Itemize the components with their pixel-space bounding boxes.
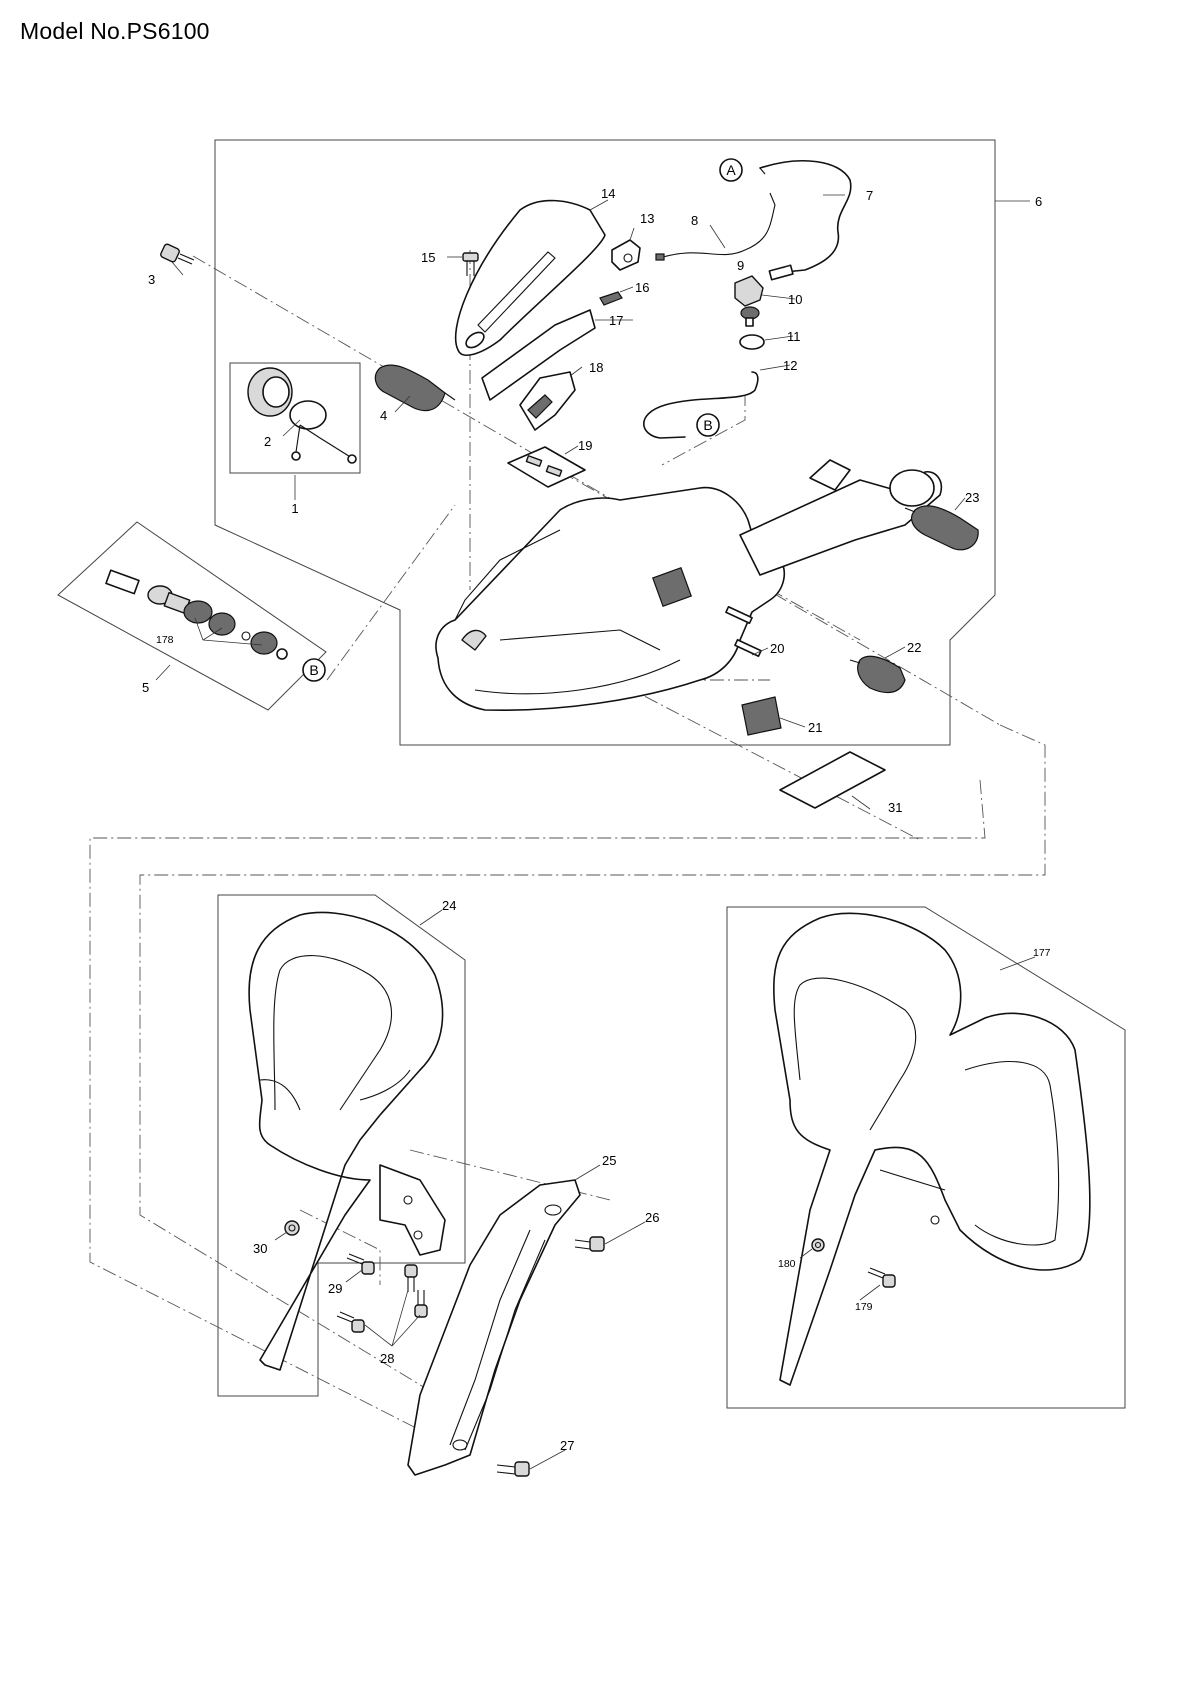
callout-3: 3 [148,272,155,287]
callout-23: 23 [965,490,979,505]
callout-8: 8 [691,213,698,228]
callout-15: 15 [421,250,435,265]
callout-numbers: 1 2 3 4 5 6 7 8 9 10 11 12 13 14 15 16 1… [142,186,1051,1453]
callout-29: 29 [328,1281,342,1296]
callout-13: 13 [640,211,654,226]
damper-spring-icon [374,364,456,412]
guard-bolt-icon [496,1461,530,1477]
spring-icon [599,291,623,306]
page-title: Model No.PS6100 [20,18,210,44]
callout-26: 26 [645,1210,659,1225]
front-handle-alt-icon [773,912,1091,1386]
callout-10: 10 [788,292,802,307]
callout-25: 25 [602,1153,616,1168]
label-icon [779,751,886,809]
callout-27: 27 [560,1438,574,1453]
hose-a-icon [759,160,852,273]
grommet-icon [247,367,357,464]
callout-12: 12 [783,358,797,373]
bolt-alt-icon [867,1267,896,1288]
callout-16: 16 [635,280,649,295]
filter-parts-icon [105,569,288,660]
callout-22: 22 [907,640,921,655]
assembly-line-7 [539,459,861,641]
handle-bolt-icon [574,1236,605,1252]
callout-24: 24 [442,898,456,913]
trigger-icon [519,371,576,431]
front-handle-icon [248,911,446,1371]
callout-17: 17 [609,313,623,328]
callout-14: 14 [601,186,615,201]
callout-2: 2 [264,434,271,449]
connector-b-icon: B [696,413,720,437]
screws-icon [336,1264,428,1333]
callout-28: 28 [380,1351,394,1366]
wire-icon [655,192,776,261]
callout-6: 6 [1035,194,1042,209]
bolt-icon [462,252,479,276]
pad-icon [741,696,782,736]
assembly-line-1 [192,255,1001,726]
damper-rear-icon [849,655,906,694]
assembly-line-5 [661,392,746,466]
filter-group-box [57,521,327,711]
pins-icon [507,446,586,488]
callout-21: 21 [808,720,822,735]
callout-11: 11 [787,329,801,344]
damper-front-icon [904,505,979,551]
connector-b-label-1: B [703,417,712,433]
callout-5: 5 [142,680,149,695]
callout-179: 179 [855,1301,873,1313]
assembly-line-6 [326,504,456,681]
connector-b2-icon: B [302,658,326,682]
callout-30: 30 [253,1241,267,1256]
callout-1: 1 [291,501,298,516]
handle-group-box [217,894,466,1397]
callout-177: 177 [1033,947,1051,959]
pin-icon [725,605,762,658]
assembly-line-3 [89,779,986,1431]
handle-guard-icon [407,1179,581,1476]
lever-icon [481,309,596,401]
alt-handle-group-box [726,906,1126,1409]
connector-a-label: A [726,162,736,178]
callout-7: 7 [866,188,873,203]
grommet-group-box [229,362,361,474]
hose-b-icon [643,371,759,439]
connector-a-icon: A [719,158,743,182]
housing-icon [435,459,943,712]
housing-group-box [214,139,996,746]
assembly-line-2 [139,724,1046,1401]
callout-20: 20 [770,641,784,656]
callout-180: 180 [778,1258,796,1270]
nut-alt-icon [811,1238,825,1252]
callout-18: 18 [589,360,603,375]
nut-icon [284,1220,300,1236]
screw-small-icon [346,1253,375,1275]
callout-178: 178 [156,634,174,646]
callout-31: 31 [888,800,902,815]
callout-9: 9 [737,258,744,273]
clip-icon [611,239,641,271]
callout-19: 19 [578,438,592,453]
leader-lines [155,194,1036,1470]
callout-4: 4 [380,408,387,423]
connector-b-label-2: B [309,662,318,678]
valve-icon [734,264,794,350]
screw-icon [160,243,195,265]
